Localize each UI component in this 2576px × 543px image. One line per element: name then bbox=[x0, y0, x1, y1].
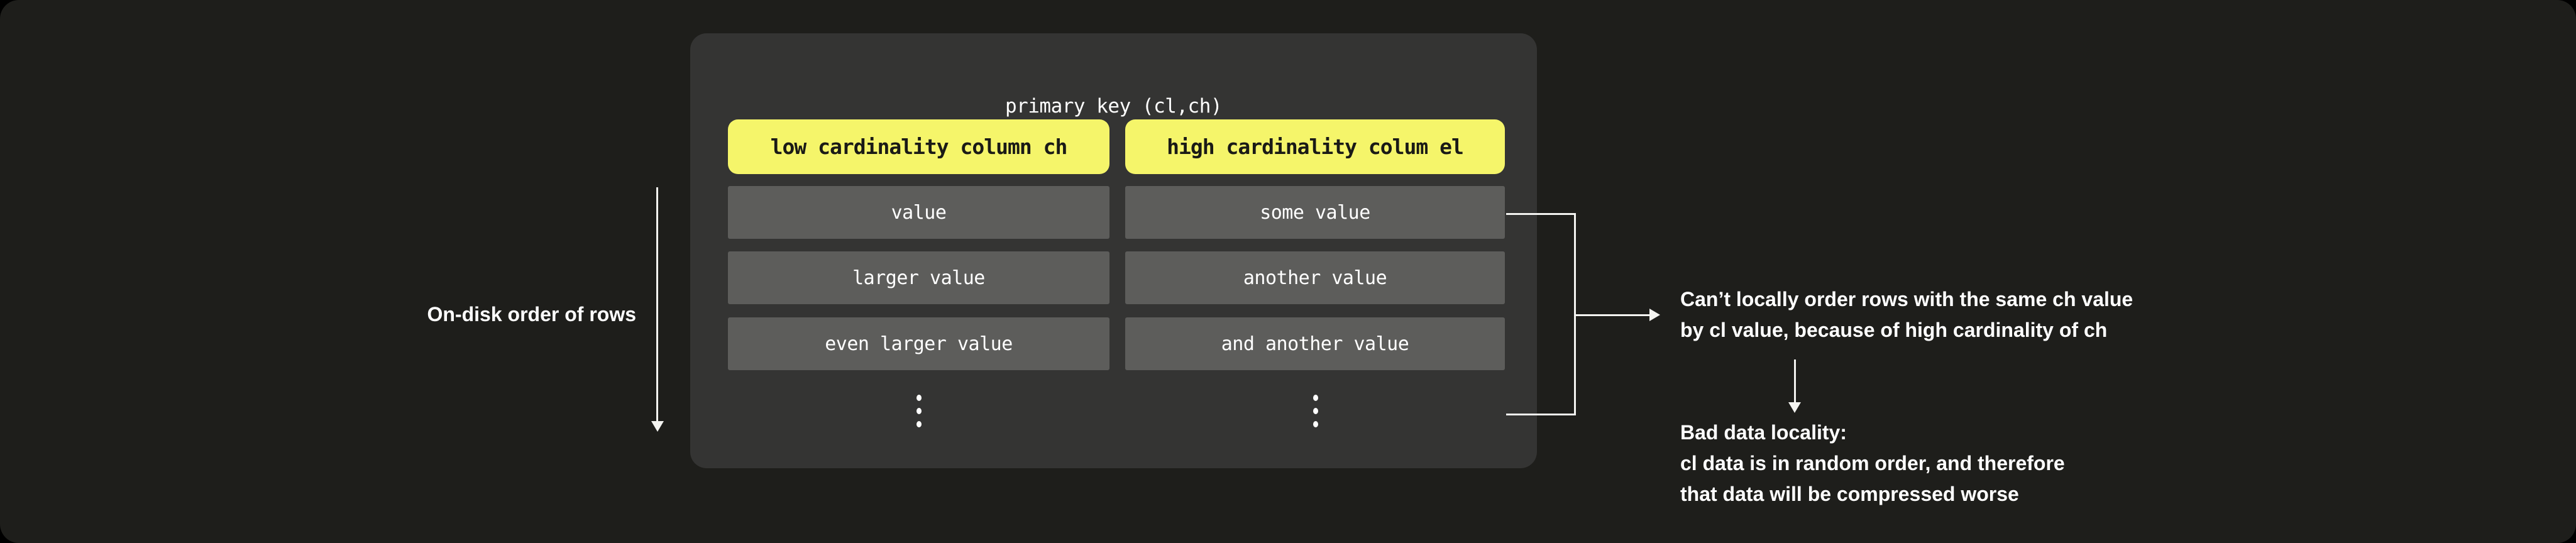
column-header-low-cardinality: low cardinality column ch bbox=[728, 119, 1109, 174]
bracket-top-line bbox=[1506, 213, 1575, 215]
bad-locality-annotation-line2: cl data is in random order, and therefor… bbox=[1680, 452, 2065, 474]
vertical-ellipsis-icon bbox=[1313, 395, 1318, 427]
table-cell-ch-row1: value bbox=[728, 186, 1109, 239]
table-cell-el-row3: and another value bbox=[1125, 317, 1505, 370]
on-disk-order-arrow-head-icon bbox=[651, 421, 664, 432]
bad-locality-annotation: Bad data locality: cl data is in random … bbox=[1680, 417, 2065, 510]
cannot-order-annotation: Can’t locally order rows with the same c… bbox=[1680, 284, 2133, 346]
bracket-arrow-line bbox=[1575, 314, 1651, 316]
on-disk-order-arrow-line bbox=[656, 187, 658, 422]
column-header-high-cardinality-label: high cardinality colum el bbox=[1167, 134, 1464, 159]
bracket-bottom-line bbox=[1506, 414, 1575, 415]
card-title: primary key (cl,ch) bbox=[1005, 95, 1223, 118]
on-disk-order-label: On-disk order of rows bbox=[427, 303, 636, 326]
consequence-arrow-line bbox=[1794, 359, 1796, 403]
bad-locality-annotation-line3: that data will be compressed worse bbox=[1680, 483, 2019, 505]
bracket-vertical-line bbox=[1574, 213, 1576, 415]
bracket-arrow-head-icon bbox=[1649, 309, 1660, 321]
bad-locality-annotation-line1: Bad data locality: bbox=[1680, 421, 1847, 444]
vertical-ellipsis-icon bbox=[916, 395, 922, 427]
table-cell-el-row1: some value bbox=[1125, 186, 1505, 239]
column-header-high-cardinality: high cardinality colum el bbox=[1125, 119, 1505, 174]
column-header-low-cardinality-label: low cardinality column ch bbox=[770, 134, 1068, 159]
primary-key-table-card: primary key (cl,ch) low cardinality colu… bbox=[690, 33, 1537, 468]
cannot-order-annotation-line2: by cl value, because of high cardinality… bbox=[1680, 319, 2108, 341]
consequence-arrow-head-icon bbox=[1788, 402, 1801, 413]
table-cell-ch-row2: larger value bbox=[728, 251, 1109, 304]
table-cell-el-row2: another value bbox=[1125, 251, 1505, 304]
table-cell-ch-row3: even larger value bbox=[728, 317, 1109, 370]
cannot-order-annotation-line1: Can’t locally order rows with the same c… bbox=[1680, 288, 2133, 310]
